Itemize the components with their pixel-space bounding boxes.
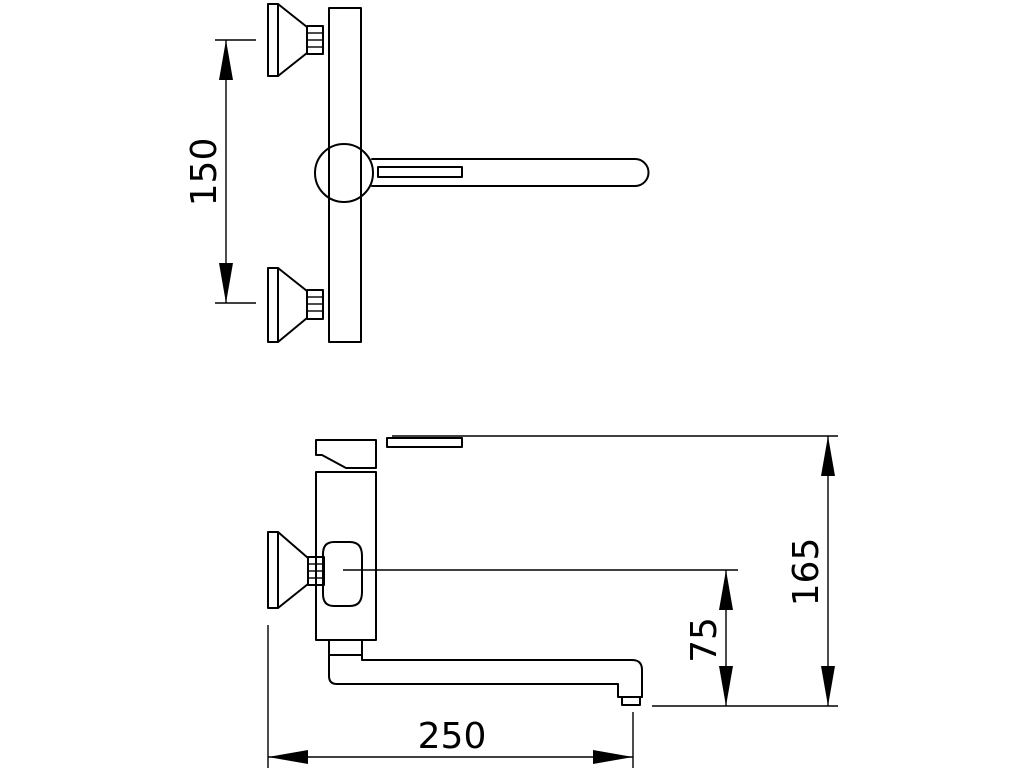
lower-wall-mount: [267, 267, 324, 343]
body-oval-detail: [322, 541, 363, 607]
side-view: 165 75 250: [267, 435, 838, 768]
lever-handle-top: [314, 143, 650, 203]
aerator: [621, 696, 641, 706]
dimension-label-75: 75: [684, 617, 725, 663]
dimension-165: 165: [786, 436, 835, 706]
dimension-label-165: 165: [786, 538, 827, 607]
lever-handle-side: [386, 437, 463, 448]
cartridge-cap: [315, 439, 377, 469]
wall-mount-side: [267, 531, 325, 609]
dimension-label-250: 250: [418, 716, 487, 757]
mixer-body-top: [328, 7, 362, 343]
upper-wall-mount: [267, 3, 324, 77]
mixer-body-side: [315, 471, 377, 641]
dimension-label-150: 150: [184, 138, 225, 207]
top-view: 150: [184, 3, 650, 343]
spout: [328, 639, 643, 706]
dimension-250: 250: [268, 716, 633, 764]
dimension-75: 75: [684, 570, 733, 706]
dimension-150: 150: [184, 39, 256, 304]
